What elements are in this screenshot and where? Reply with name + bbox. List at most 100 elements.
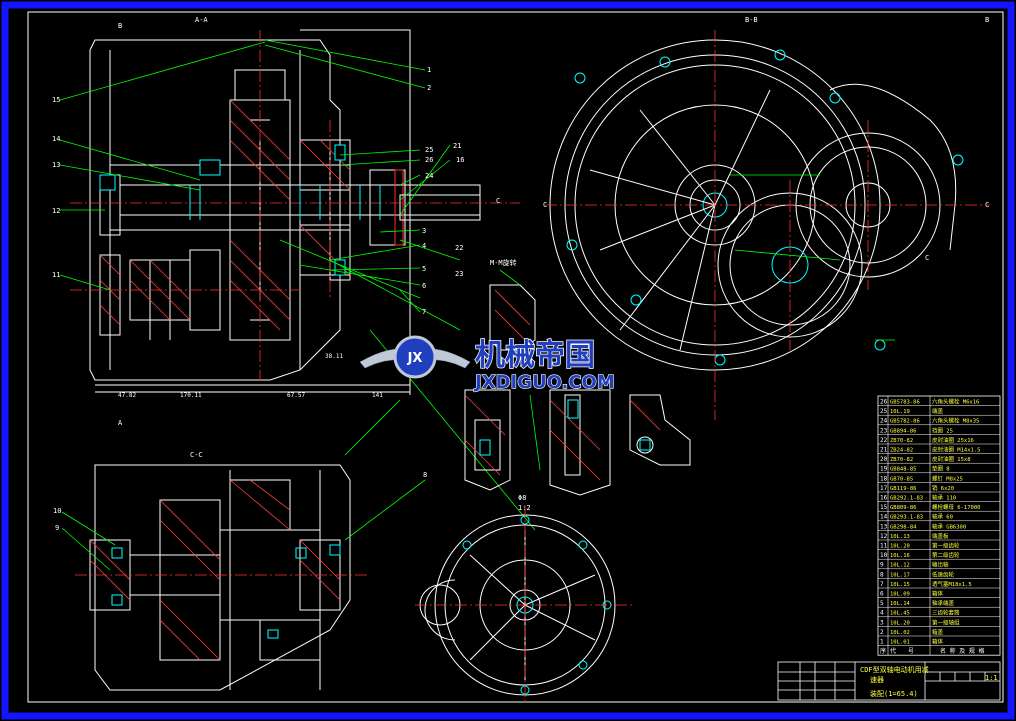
middle-detail-sections <box>464 284 691 496</box>
cc-hatching <box>89 479 341 661</box>
balloon-1: 1 <box>427 66 431 74</box>
part-code: 10L.15 <box>890 582 910 588</box>
part-code: ZB70-82 <box>890 457 913 463</box>
part-no: 18 <box>880 475 888 482</box>
part-name: 低速齿轮 <box>932 570 955 578</box>
section-mark-c-1: C <box>496 197 500 205</box>
part-code: GB70-85 <box>890 476 913 482</box>
part-code: GB5782-86 <box>890 419 920 425</box>
part-name: 箱盖 <box>932 628 944 636</box>
part-no: 1 <box>880 639 884 646</box>
dim-141: 141 <box>372 392 383 399</box>
wt-section-label: M-M旋转 <box>490 258 517 267</box>
part-name: 透气塞M18x1.5 <box>932 580 972 588</box>
title-line-2: 速器 <box>870 676 884 684</box>
balloon-7: 7 <box>422 308 426 316</box>
balloon-15: 15 <box>52 96 60 104</box>
part-no: 4 <box>880 610 884 617</box>
part-name: 螺钉 M8x25 <box>932 474 963 482</box>
title-block <box>777 661 1001 701</box>
part-code: 10L.09 <box>890 592 910 598</box>
part-no: 13 <box>880 523 888 530</box>
part-name: 轴承 GB6300 <box>932 522 966 530</box>
part-code: 10L.16 <box>890 553 910 559</box>
balloon-3: 3 <box>422 227 426 235</box>
balloon-11: 11 <box>52 271 60 279</box>
part-name: 皮封油圈 25x16 <box>932 436 974 444</box>
part-code: 10L.20 <box>890 620 910 626</box>
section-cc-view <box>89 464 351 691</box>
part-code: GB5783-86 <box>890 400 920 406</box>
title-scale: 1:1 <box>985 674 998 682</box>
corner-mark-b-right: B <box>985 16 989 24</box>
dim-38: 38.11 <box>325 353 343 360</box>
part-no: 12 <box>880 533 888 540</box>
part-name: 端盖 <box>932 407 944 415</box>
part-code: 10L.02 <box>890 630 910 636</box>
part-name: 六角头螺栓 M8x35 <box>932 417 979 425</box>
part-code: GB298-84 <box>890 524 917 530</box>
aa-centerlines <box>70 30 520 380</box>
balloon-22: 22 <box>455 244 463 252</box>
balloon-8: 8 <box>423 471 427 479</box>
part-name: 垫圈 8 <box>932 465 950 473</box>
part-code: GB119-86 <box>890 486 917 492</box>
part-name: 第一级轴组 <box>932 618 960 626</box>
view-label-cc: C-C <box>190 451 203 459</box>
bb-centerlines <box>545 30 990 420</box>
dim-67: 67.57 <box>287 392 305 399</box>
part-no: 14 <box>880 514 888 521</box>
part-no: 25 <box>880 408 888 415</box>
balloon-10: 10 <box>53 507 61 515</box>
balloon-6: 6 <box>422 282 426 290</box>
part-no: 3 <box>880 619 884 626</box>
parts-table-header-cell: 序 <box>880 647 886 655</box>
part-no: 19 <box>880 466 888 473</box>
view-labels: A-A B-B C-C Φ8 1:2 M-M旋转 B A B C C C C <box>118 16 989 512</box>
inner-frame <box>27 11 1004 703</box>
part-code: 10L.13 <box>890 534 910 540</box>
bb-bolt-holes <box>566 49 964 366</box>
part-name: 皮封油圈 M14x1.5 <box>932 446 981 454</box>
corner-mark-b-left: B <box>118 22 122 30</box>
balloon-4: 4 <box>422 242 426 250</box>
part-no: 5 <box>880 600 884 607</box>
part-name: 端盖板 <box>932 532 949 540</box>
part-no: 8 <box>880 571 884 578</box>
bb-dim-lines <box>730 174 895 341</box>
detail-scale: 1:2 <box>518 504 531 512</box>
part-name: 轴承 110 <box>932 494 956 502</box>
part-code: GB292.1-83 <box>890 496 923 502</box>
part-code: 10L.20 <box>890 544 910 550</box>
balloon-16: 16 <box>456 156 464 164</box>
watermark-cn: 机械帝国 <box>475 338 595 373</box>
part-name: 轴承端盖 <box>932 599 955 607</box>
cc-accents <box>111 544 341 639</box>
middle-leaders <box>499 269 541 471</box>
part-name: 第二级齿轮 <box>932 551 960 559</box>
parts-table-header-cell: 号 <box>908 648 914 655</box>
balloon-24: 24 <box>425 172 433 180</box>
title-block-text: CDF型双轴电动机用减 速器 装配(1=65.4) 1:1 <box>860 665 998 698</box>
part-code: 10L.19 <box>890 409 910 415</box>
balloon-26: 26 <box>425 156 433 164</box>
part-no: 16 <box>880 495 888 502</box>
part-no: 22 <box>880 437 888 444</box>
part-name: 皮封油圈 15x8 <box>932 455 971 463</box>
part-name: 第一级齿轮 <box>932 542 960 550</box>
part-no: 10 <box>880 552 888 559</box>
aa-shaft-accents <box>99 144 381 276</box>
parts-table-header-cell: 代 <box>890 647 896 655</box>
part-code: GB894-86 <box>890 428 917 434</box>
